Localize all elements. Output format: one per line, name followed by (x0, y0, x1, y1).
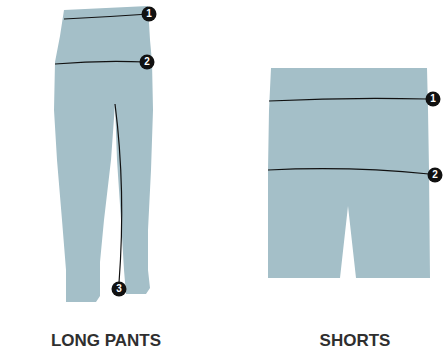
waist-line (64, 14, 149, 19)
garment-label: SHORTS (320, 331, 391, 351)
garment-label: LONG PANTS (51, 331, 161, 351)
long-pants (54, 6, 153, 302)
callout-number: 2 (144, 57, 150, 67)
hip-line (55, 61, 147, 64)
callout-dot (112, 282, 127, 297)
callout-number: 2 (432, 170, 438, 180)
callout-number: 1 (430, 94, 436, 104)
waist-line (269, 98, 427, 101)
callout-number: 3 (116, 284, 122, 294)
callout-dot (142, 7, 157, 22)
inseam-line (115, 104, 122, 283)
shorts (268, 68, 430, 278)
hip-line (268, 169, 429, 174)
callout-dot (428, 168, 443, 183)
callout-dot (426, 92, 441, 107)
callout-dot (140, 55, 155, 70)
callout-number: 1 (146, 9, 152, 19)
